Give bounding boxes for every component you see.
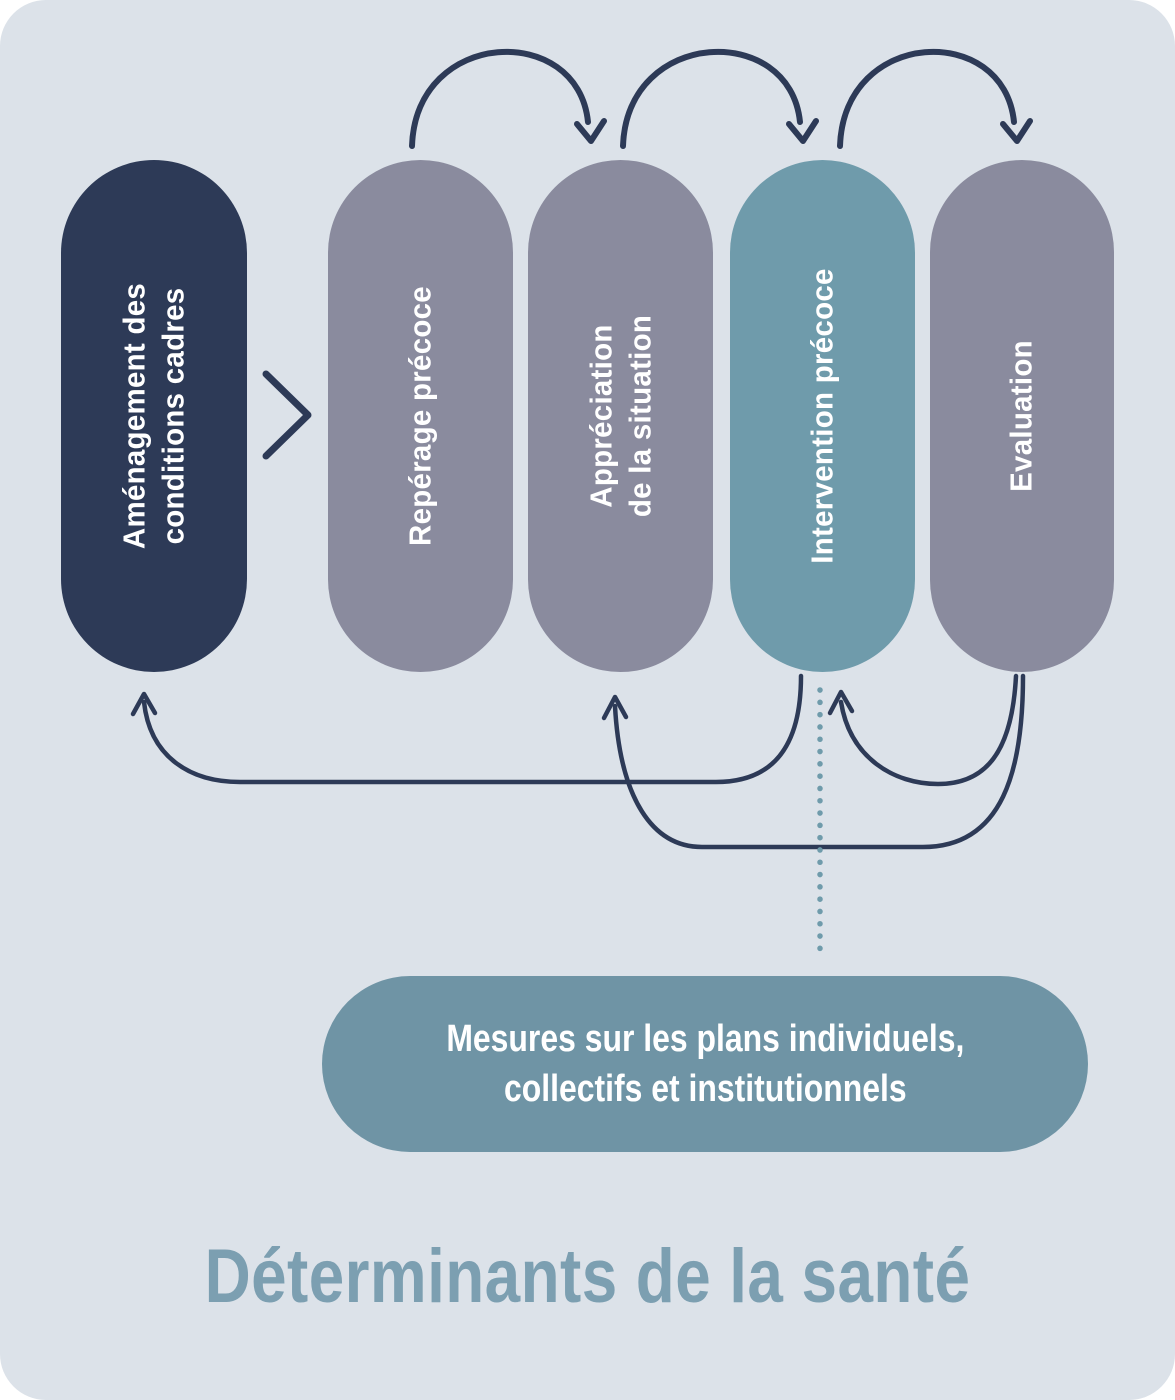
measures-box: Mesures sur les plans individuels, colle… (322, 976, 1088, 1152)
feedback-arrow-evaluation-to-appreciation (601, 673, 1026, 850)
top-arrow-appreciation-to-intervention (620, 48, 819, 149)
chevron-right-icon (262, 370, 312, 460)
stage-pill-appreciation: Appréciation de la situation (528, 160, 713, 672)
measures-box-label: Mesures sur les plans individuels, colle… (445, 1017, 964, 1110)
stage-pill-intervention: Intervention précoce (730, 160, 915, 672)
stage-pill-amenagement: Aménagement des conditions cadres (61, 160, 247, 672)
stage-pill-evaluation: Evaluation (930, 160, 1114, 672)
feedback-arrow-intervention-to-amenagement (130, 673, 804, 785)
stage-label-intervention: Intervention précoce (804, 268, 840, 564)
stage-label-evaluation: Evaluation (1003, 340, 1039, 492)
stage-label-amenagement: Aménagement des conditions cadres (116, 282, 190, 550)
stage-label-appreciation: Appréciation de la situation (582, 314, 657, 518)
top-arrow-reperage-to-appreciation (409, 48, 607, 149)
footer-title: Déterminants de la santé (204, 1233, 971, 1319)
stage-pill-reperage: Repérage précoce (328, 160, 513, 672)
stage-label-reperage: Repérage précoce (402, 286, 438, 546)
top-arrow-intervention-to-evaluation (837, 48, 1033, 149)
feedback-arrow-evaluation-to-intervention (827, 673, 1019, 787)
